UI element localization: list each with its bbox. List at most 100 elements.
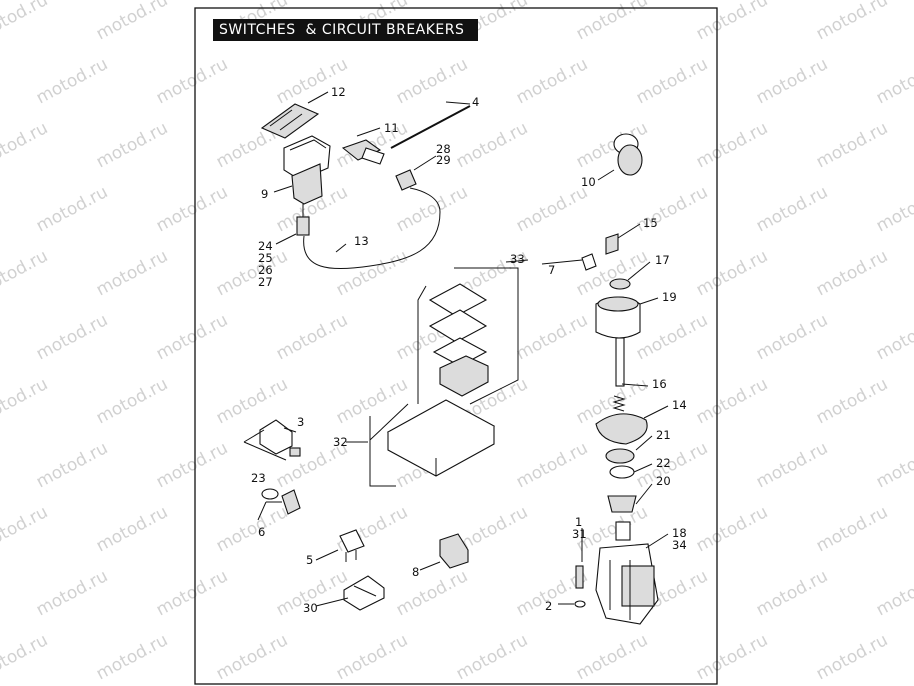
- callout-28: 28: [436, 142, 451, 156]
- watermark-text: motod.ru: [813, 0, 891, 44]
- part-24-connector: [296, 204, 310, 236]
- callout-17: 17: [655, 253, 670, 267]
- part-11-relay-plug: [341, 139, 385, 165]
- watermark-text: motod.ru: [873, 566, 914, 620]
- callout-23: 23: [251, 471, 266, 485]
- callout-24: 24: [258, 239, 273, 253]
- watermark-text: motod.ru: [753, 54, 831, 108]
- diagram-title: SWITCHES & CIRCUIT BREAKERS: [213, 19, 478, 41]
- callout-10: 10: [581, 175, 596, 189]
- callout-19: 19: [662, 290, 677, 304]
- watermark-text: motod.ru: [153, 310, 231, 364]
- part-33-circuit-breaker-stack: [428, 283, 489, 397]
- bracket-23: [243, 429, 287, 461]
- callout-7: 7: [548, 263, 555, 277]
- watermark-text: motod.ru: [333, 246, 411, 300]
- part-8-cover: [439, 533, 469, 569]
- watermark-text: motod.ru: [33, 182, 111, 236]
- watermark-text: motod.ru: [93, 374, 171, 428]
- watermark-text: motod.ru: [453, 118, 531, 172]
- watermark-text: motod.ru: [693, 374, 771, 428]
- watermark-text: motod.ru: [393, 566, 471, 620]
- watermark-text: motod.ru: [873, 54, 914, 108]
- watermark-text: motod.ru: [513, 438, 591, 492]
- watermark-text: motod.ru: [0, 502, 51, 556]
- watermark-text: motod.ru: [813, 118, 891, 172]
- watermark-text: motod.ru: [153, 182, 231, 236]
- part-5-relay: [339, 529, 365, 562]
- watermark-text: motod.ru: [873, 182, 914, 236]
- part-4-pin: [390, 105, 471, 149]
- watermark-text: motod.ru: [753, 182, 831, 236]
- part-28-connector: [395, 169, 417, 191]
- callout-2: 2: [545, 599, 552, 613]
- part-22-nut: [609, 465, 635, 479]
- watermark-text: motod.ru: [153, 438, 231, 492]
- watermark-text: motod.ru: [33, 54, 111, 108]
- callout-27: 27: [258, 275, 273, 289]
- watermark-text: motod.ru: [573, 630, 651, 684]
- watermark-text: motod.ru: [93, 0, 171, 44]
- callout-3: 3: [297, 415, 304, 429]
- part-16-spring: [612, 395, 626, 412]
- callout-22: 22: [656, 456, 671, 470]
- callout-20: 20: [656, 474, 671, 488]
- callout-29: 29: [436, 153, 451, 167]
- callout-33: 33: [510, 252, 525, 266]
- part-2-washer: [574, 600, 586, 608]
- watermark-text: motod.ru: [633, 438, 711, 492]
- part-6-nut: [261, 488, 301, 515]
- callout-12: 12: [331, 85, 346, 99]
- watermark-text: motod.ru: [693, 0, 771, 44]
- callout-4: 4: [472, 95, 479, 109]
- watermark-text: motod.ru: [693, 118, 771, 172]
- part-32-fuse-box: [386, 399, 496, 477]
- part-9-switch-housing: [283, 135, 331, 205]
- watermark-text: motod.ru: [93, 118, 171, 172]
- part-20-bushing: [607, 495, 637, 513]
- part-14-mounting-plate: [595, 413, 648, 445]
- watermark-text: motod.ru: [573, 0, 651, 44]
- watermark-text: motod.ru: [393, 182, 471, 236]
- part-30-relay-socket: [343, 575, 385, 611]
- leader-lines: [257, 91, 669, 607]
- watermark-text: motod.ru: [213, 630, 291, 684]
- watermark-text: motod.ru: [813, 246, 891, 300]
- watermark-text: motod.ru: [813, 630, 891, 684]
- bracket-32-33: [369, 267, 519, 487]
- callout-32: 32: [333, 435, 348, 449]
- watermark-text: motod.ru: [33, 438, 111, 492]
- watermark-text: motod.ru: [633, 310, 711, 364]
- callout-25: 25: [258, 251, 273, 265]
- watermark-text: motod.ru: [0, 374, 51, 428]
- watermark-text: motod.ru: [333, 374, 411, 428]
- part-7-clip: [581, 253, 597, 271]
- watermark-text: motod.ru: [693, 630, 771, 684]
- callout-5: 5: [306, 553, 313, 567]
- callout-13: 13: [354, 234, 369, 248]
- callout-9: 9: [261, 187, 268, 201]
- watermark-text: motod.ru: [513, 182, 591, 236]
- watermark-text: motod.ru: [93, 502, 171, 556]
- part-21-ring: [605, 448, 635, 464]
- watermark-text: motod.ru: [633, 54, 711, 108]
- diagram-frame: [194, 7, 718, 685]
- callout-1: 1: [575, 515, 582, 529]
- watermark-text: motod.ru: [213, 246, 291, 300]
- watermark-text: motod.ru: [213, 374, 291, 428]
- callout-15: 15: [643, 216, 658, 230]
- watermark-text: motod.ru: [873, 438, 914, 492]
- watermark-text: motod.ru: [153, 566, 231, 620]
- watermark-text: motod.ru: [813, 502, 891, 556]
- watermark-text: motod.ru: [0, 0, 51, 44]
- watermark-text: motod.ru: [573, 246, 651, 300]
- callout-16: 16: [652, 377, 667, 391]
- callout-11: 11: [384, 121, 399, 135]
- watermark-text: motod.ru: [213, 502, 291, 556]
- watermark-text: motod.ru: [33, 310, 111, 364]
- callout-34: 34: [672, 538, 687, 552]
- watermark-text: motod.ru: [93, 246, 171, 300]
- callout-18: 18: [672, 526, 687, 540]
- part-13-wire-harness: [303, 187, 441, 270]
